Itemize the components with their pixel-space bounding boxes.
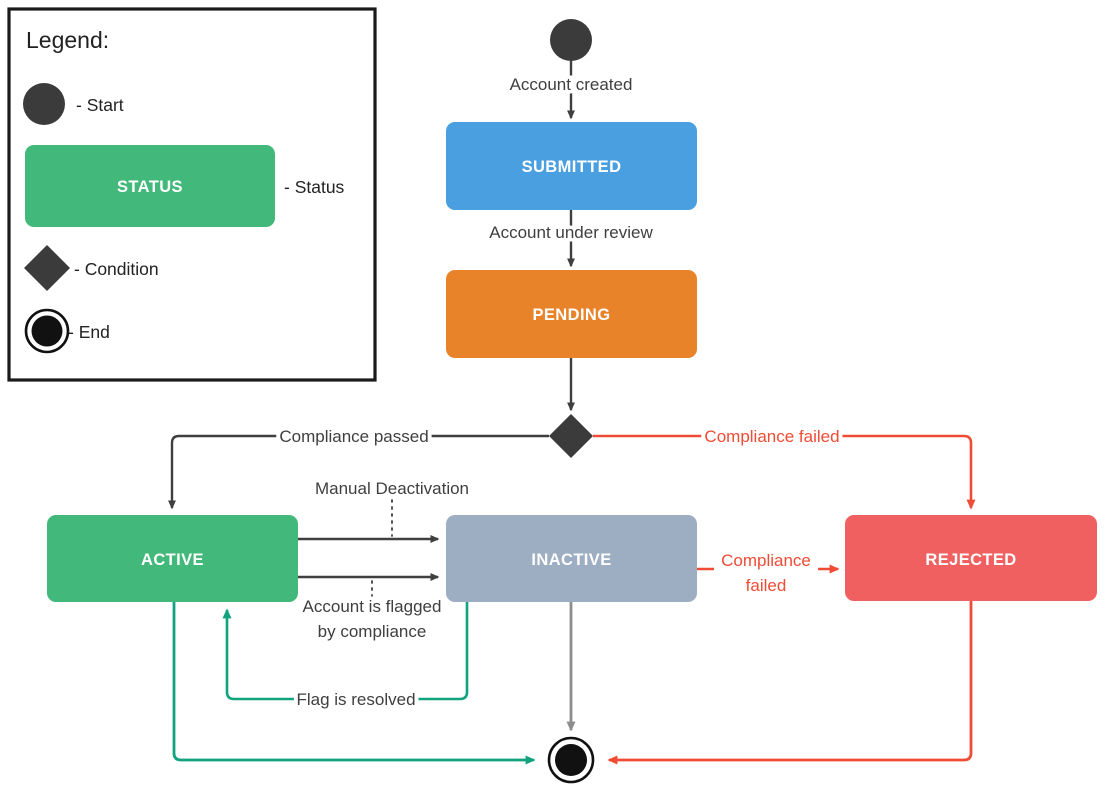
legend-condition-diamond-icon xyxy=(24,245,70,291)
node-start[interactable] xyxy=(550,19,592,61)
edge-condition-to-active xyxy=(168,434,549,510)
edge-inactive-to-active-flag-resolved xyxy=(222,601,469,701)
legend-title: Legend: xyxy=(26,27,109,53)
svg-text:Compliance passed: Compliance passed xyxy=(279,427,428,446)
edge-label-compliance-failed-mid: Compliance failed xyxy=(718,548,815,599)
svg-text:Account is flagged: Account is flagged xyxy=(303,597,442,616)
svg-text:Manual Deactivation: Manual Deactivation xyxy=(315,479,469,498)
svg-text:failed: failed xyxy=(746,576,787,595)
svg-text:Account under review: Account under review xyxy=(489,223,653,242)
node-rejected[interactable]: REJECTED xyxy=(845,515,1097,601)
svg-text:Compliance failed: Compliance failed xyxy=(704,427,839,446)
node-pending-label: PENDING xyxy=(533,306,611,324)
node-submitted-label: SUBMITTED xyxy=(522,158,622,176)
node-inactive-label: INACTIVE xyxy=(531,551,611,569)
edge-rejected-to-end xyxy=(607,600,973,765)
legend-item-label-condition: - Condition xyxy=(74,259,159,279)
legend-start-circle-icon xyxy=(23,83,65,125)
legend-status-box-icon: STATUS xyxy=(25,145,275,227)
legend-item-label-start: - Start xyxy=(76,95,124,115)
legend-item-label-end: - End xyxy=(68,322,110,342)
svg-text:Compliance: Compliance xyxy=(721,551,811,570)
edge-label-flag-resolved: Flag is resolved xyxy=(292,686,419,713)
node-rejected-label: REJECTED xyxy=(925,551,1016,569)
legend-status-box-text: STATUS xyxy=(117,178,183,196)
edge-label-account-created: Account created xyxy=(506,72,636,98)
node-pending[interactable]: PENDING xyxy=(446,270,697,358)
legend-end-circle-icon xyxy=(24,308,70,354)
node-active-label: ACTIVE xyxy=(141,551,204,569)
node-active[interactable]: ACTIVE xyxy=(47,515,298,602)
node-submitted[interactable]: SUBMITTED xyxy=(446,122,697,210)
edge-label-manual-deactivation: Manual Deactivation xyxy=(311,476,472,502)
edge-label-compliance-failed-top: Compliance failed xyxy=(700,423,843,450)
node-inactive[interactable]: INACTIVE xyxy=(446,515,697,602)
svg-text:Flag is resolved: Flag is resolved xyxy=(296,690,415,709)
legend-item-label-status: - Status xyxy=(284,177,345,197)
svg-text:Account created: Account created xyxy=(510,75,633,94)
svg-text:by compliance: by compliance xyxy=(318,622,427,641)
legend-panel: Legend: - Start STATUS - Status - Condit… xyxy=(7,7,377,382)
edge-label-account-under-review: Account under review xyxy=(486,220,657,246)
edge-condition-to-rejected xyxy=(593,434,976,510)
edge-label-account-flagged: Account is flagged by compliance xyxy=(299,594,445,645)
node-condition[interactable] xyxy=(549,414,593,458)
edge-active-to-end xyxy=(172,601,536,765)
node-end[interactable] xyxy=(547,736,595,784)
edge-label-compliance-passed: Compliance passed xyxy=(275,423,432,450)
